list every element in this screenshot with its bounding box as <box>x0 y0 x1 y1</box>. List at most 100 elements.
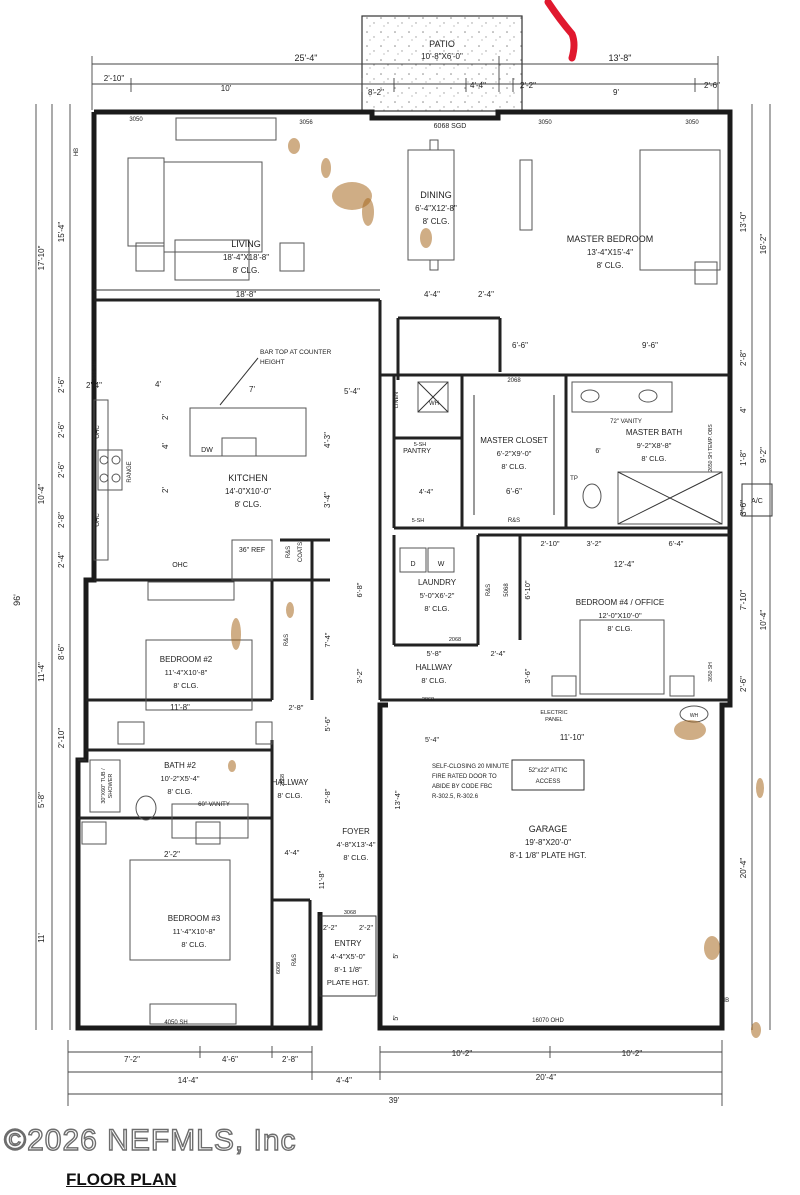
entry-name: ENTRY <box>335 939 363 948</box>
bedroom-3: BEDROOM #3 11'-4"X10'-8" 8' CLG. 2'-2" 4… <box>81 821 298 1026</box>
hallway-lower-name: HALLWAY <box>272 778 309 787</box>
living-clg: 8' CLG. <box>233 266 260 275</box>
dim-7: 7' <box>249 385 255 394</box>
laundry-size: 5'-0"X6'-2" <box>420 591 455 600</box>
bottom-dimensions: 7'-2" 4'-6" 2'-8" 14'-4" 4'-4" 10'-2" 10… <box>67 1040 723 1106</box>
dim-4-3: 2' <box>161 487 170 493</box>
dim-2-4: 2'-4" <box>478 290 494 299</box>
dim-right-4: 4' <box>739 407 748 413</box>
master-closet-size: 6'-2"X9'-0" <box>497 449 532 458</box>
foyer-name: FOYER <box>342 827 370 836</box>
self-closing-4: R-302.5, R-302.6 <box>432 794 479 800</box>
garage-size: 19'-8"X20'-0" <box>525 838 571 847</box>
dim-2-8-f: 4'-4" <box>285 848 300 857</box>
dim-top-2-6: 2'-6" <box>704 81 720 90</box>
bar-height-note: HEIGHT <box>260 359 285 366</box>
ohc-label-b: OHC <box>95 513 101 527</box>
master-bedroom-size: 13'-4"X15'-4" <box>587 248 633 257</box>
self-closing-2: FIRE RATED DOOR TO <box>432 774 497 780</box>
dim-3-4: 4'-3" <box>323 432 332 448</box>
dim-5-6: 2'-8" <box>323 788 332 803</box>
dim-left-17-10: 17'-10" <box>37 245 46 270</box>
living-size: 18'-4"X18'-8" <box>223 253 269 262</box>
bath2-name: BATH #2 <box>164 761 196 770</box>
master-bedroom: MASTER BEDROOM 13'-4"X15'-4" 8' CLG. 305… <box>129 117 721 350</box>
dim-bottom-39: 39' <box>389 1096 400 1105</box>
attic-note-2: ACCESS <box>536 779 561 785</box>
dim-left-11-4: 11'-4" <box>37 662 46 682</box>
dim-right-9-2: 9'-2" <box>759 447 768 463</box>
kitchen: KITCHEN 14'-0"X10'-0" 8' CLG. DW RANGE O… <box>92 349 360 581</box>
dim-right-2-8: 2'-8" <box>739 350 748 366</box>
window-4050: 4050 SH <box>164 1020 187 1026</box>
bedroom4-name: BEDROOM #4 / OFFICE <box>576 598 664 607</box>
bedroom-2: BEDROOM #2 11'-4"X10'-8" 8' CLG. 11'-8" … <box>117 581 364 745</box>
dim-right-20-4: 20'-4" <box>739 858 748 879</box>
sgd-label: 6068 SGD <box>434 123 467 130</box>
self-closing-3: ABIDE BY CODE FBC <box>432 784 493 790</box>
bedroom2-size: 11'-4"X10'-8" <box>165 668 208 677</box>
dim-1-4: 2' <box>161 414 170 420</box>
dim-bottom-2-8: 2'-8" <box>282 1055 298 1064</box>
bath2-clg: 8' CLG. <box>167 787 192 796</box>
dim-6-8-lh: 6'-8" <box>355 582 364 597</box>
dim-2-4-h: 2'-4" <box>491 649 506 658</box>
master-bath-name: MASTER BATH <box>626 428 683 437</box>
bath2-size: 10'-2"X5'-4" <box>160 774 199 783</box>
door-2068-closet: 2068 <box>507 378 521 384</box>
dim-6-6: 6'-6" <box>512 341 528 350</box>
dim-bottom-14-4: 14'-4" <box>178 1076 199 1085</box>
dim-4-k: 3'-4" <box>323 492 332 508</box>
garage-name: GARAGE <box>529 824 568 834</box>
dim-left-8-6: 8'-6" <box>57 644 66 660</box>
dim-right-7-10: 7'-10" <box>739 590 748 611</box>
hallway-upper-name: HALLWAY <box>416 663 453 672</box>
master-bath-size: 9'-2"X8'-8" <box>637 441 672 450</box>
dim-top-10: 10' <box>221 84 232 93</box>
garage-plate: 8'-1 1/8" PLATE HGT. <box>510 851 587 860</box>
bedroom2-clg: 8' CLG. <box>173 681 198 690</box>
dim-bottom-10-2-b: 10'-2" <box>622 1049 643 1058</box>
kitchen-name: KITCHEN <box>228 473 268 483</box>
dim-left-2-4: 2'-4" <box>86 381 102 390</box>
top-dimensions: 25'-4" 13'-8" 2'-10" 10' 8'-2" 4'-4" 2'-… <box>91 53 720 110</box>
dim-top-25-4: 25'-4" <box>295 53 318 63</box>
foyer-size: 4'-8"X13'-4" <box>336 840 375 849</box>
dim-4: 4' <box>155 380 161 389</box>
hallway-upper: HALLWAY 8' CLG. 5'-8" 2'-4" 3'-6" 2868 <box>416 649 532 703</box>
self-closing-1: SELF-CLOSING 20 MINUTE <box>432 764 509 770</box>
dim-3-2-b4: 3'-2" <box>587 539 602 548</box>
dim-top-2-10: 2'-10" <box>104 74 125 83</box>
dim-left-96: 96' <box>12 594 22 606</box>
wh-label-garage: WH <box>690 713 699 719</box>
entry-dim-2-2-a: 2'-2" <box>323 925 337 932</box>
left-dimensions: 15'-4" 17'-10" 2'-6" 2'-6" 2'-4" 2'-6" 2… <box>12 104 102 1030</box>
dim-bottom-4-6: 4'-6" <box>222 1055 238 1064</box>
master-closet: MASTER CLOSET 6'-2"X9'-0" 8' CLG. 6'-6" … <box>473 378 555 524</box>
interior-walls <box>78 298 730 1028</box>
dim-3-6-lower: 5'-6" <box>323 716 332 731</box>
dim-4-4: 4'-4" <box>424 290 440 299</box>
ac-unit: A/C HB <box>74 148 773 517</box>
pantry-sh-top: 5-SH <box>414 442 427 448</box>
rs-label-laundry: R&S <box>486 584 492 596</box>
bedroom3-clg: 8' CLG. <box>181 940 206 949</box>
right-dimensions: 13'-0" 16'-2" 2'-8" 4' 1'-8" 9'-2" 3'-6"… <box>739 104 771 1030</box>
pantry: PANTRY 4'-4" 5-SH 5-SH LINEN WH <box>394 381 449 524</box>
dim-7-4: 7'-4" <box>323 632 332 647</box>
foyer-clg: 8' CLG. <box>343 853 368 862</box>
bedroom2-name: BEDROOM #2 <box>160 655 213 664</box>
hallway-lower: HALLWAY 8' CLG. 2'-8" 5'-6" 2868 <box>272 716 332 803</box>
garage-dim-5-4: 5'-4" <box>425 737 439 744</box>
laundry-name: LAUNDRY <box>418 578 457 587</box>
dim-top-13-8: 13'-8" <box>609 53 632 63</box>
dim-left-10-4: 10'-4" <box>37 484 46 505</box>
dim-left-15-4: 15'-4" <box>57 222 66 243</box>
dim-5-8: 5'-8" <box>427 649 442 658</box>
ac-label: A/C <box>751 498 763 505</box>
dim-5-4: 5'-4" <box>344 387 360 396</box>
dim-bottom-4-4: 4'-4" <box>336 1076 352 1085</box>
dryer-label: D <box>410 561 415 568</box>
door-5068: 5068 <box>504 583 510 597</box>
dim-right-2-6: 2'-6" <box>739 676 748 692</box>
